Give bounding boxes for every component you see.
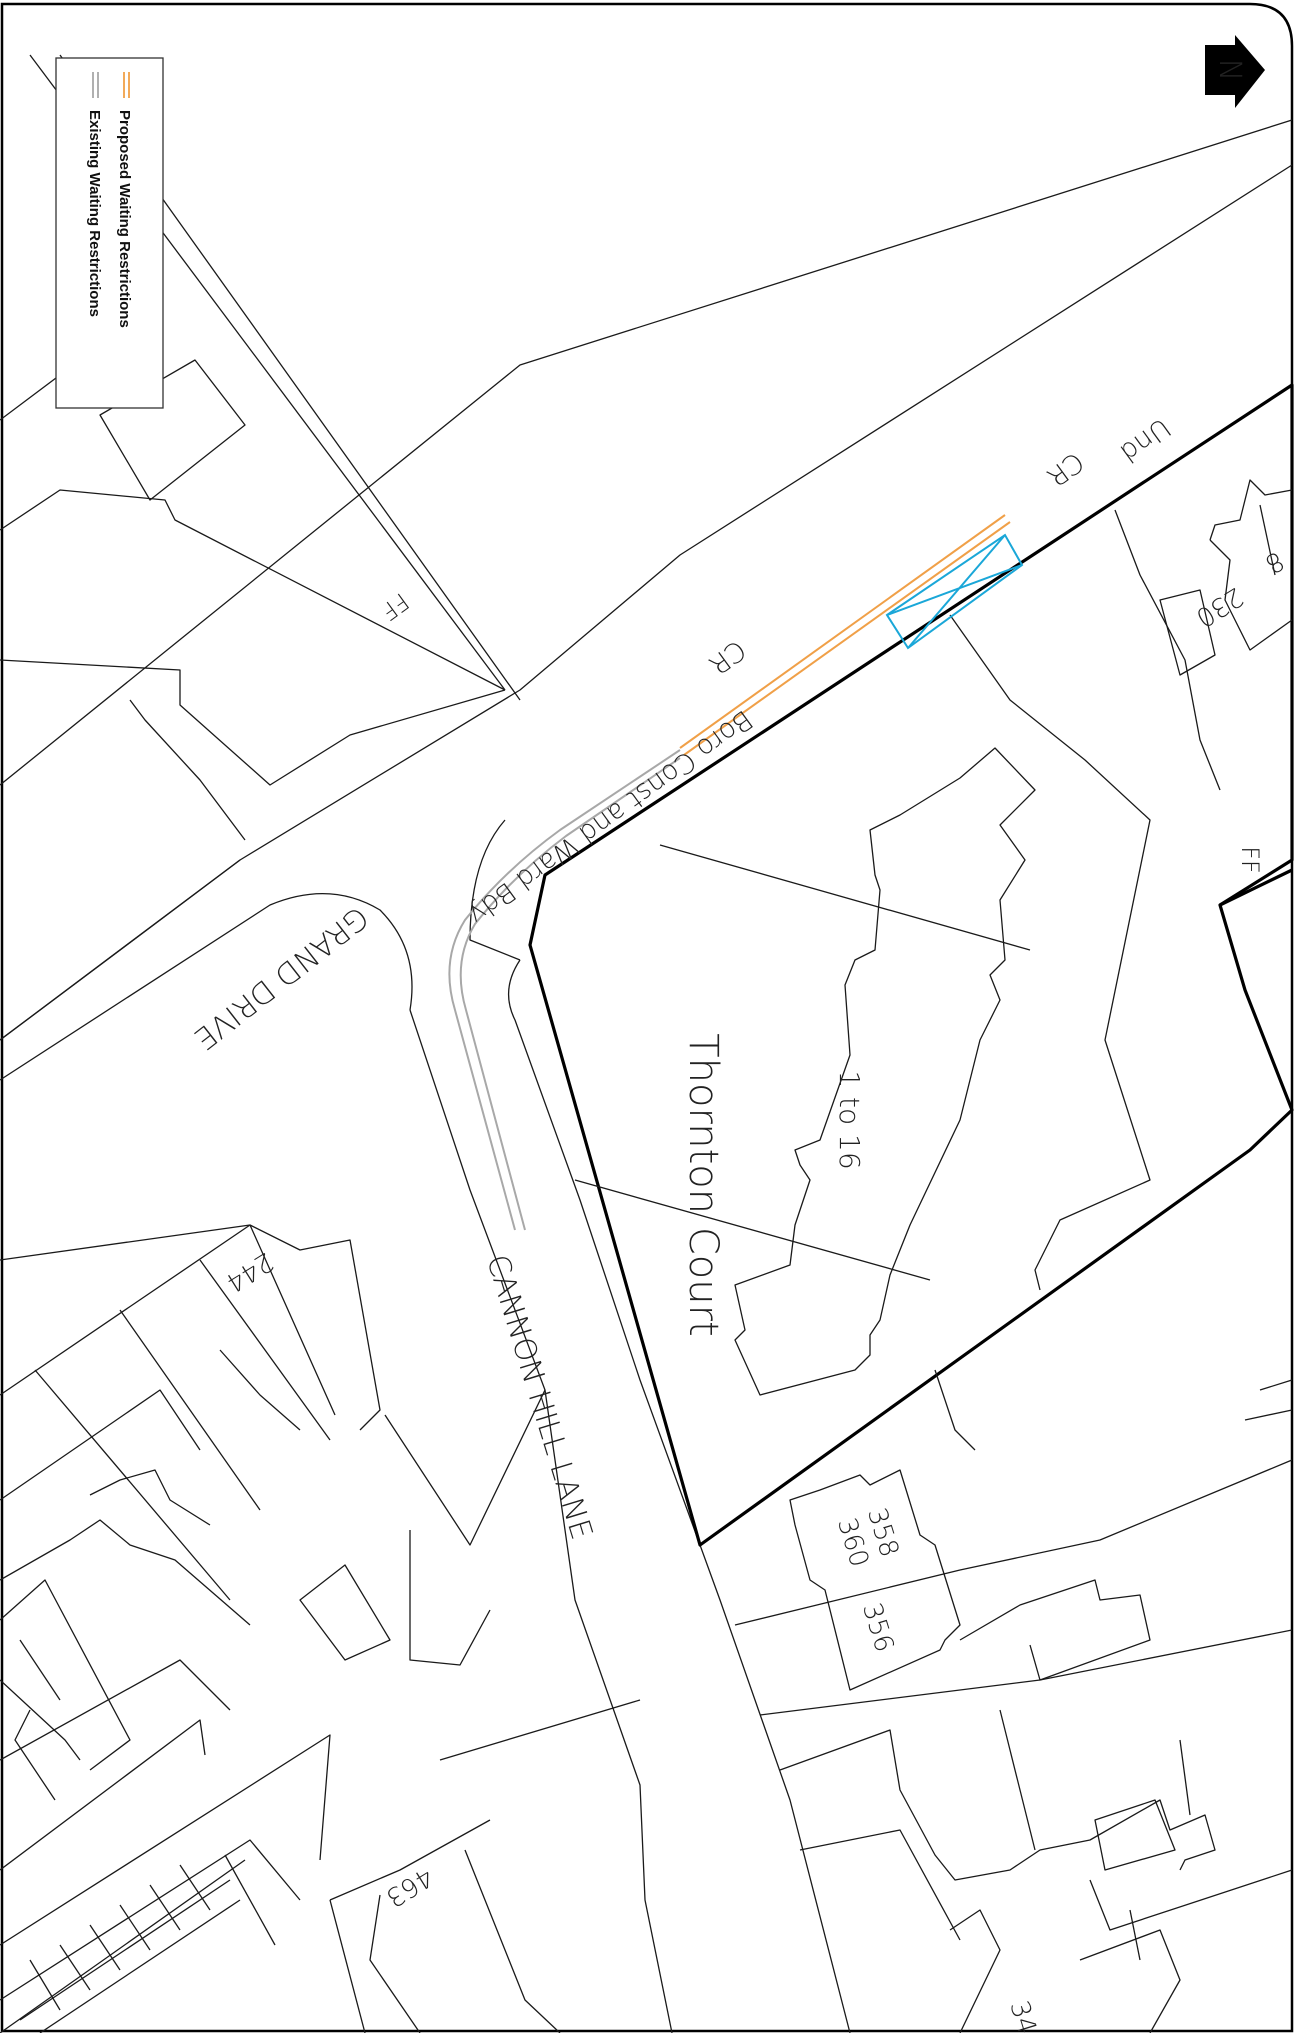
site-boundary-inner — [1219, 868, 1293, 907]
north-arrow-letter: N — [1212, 59, 1247, 81]
cr-marker-2: CR — [1041, 445, 1090, 492]
proposed-waiting-restrictions — [679, 514, 1011, 756]
house-number-463: 463 — [380, 1861, 438, 1913]
houses-southeast — [734, 1379, 1293, 2033]
site-boundary — [528, 383, 1294, 1547]
building-name: Thornton Court — [680, 1033, 726, 1336]
grand-drive-label: GRAND DRIVE — [187, 899, 375, 1056]
grand-drive-road — [0, 119, 1293, 1081]
houses-southwest — [0, 1224, 641, 2033]
cannon-hill-lane-label: CANNON HILL LANE — [479, 1251, 599, 1544]
legend-existing-label: Existing Waiting Restrictions — [86, 110, 103, 317]
ff-marker-2: FF — [1236, 846, 1264, 874]
existing-waiting-restrictions — [448, 749, 681, 1231]
house-number-356: 356 — [856, 1600, 899, 1656]
building-units: 1 to 16 — [833, 1070, 866, 1169]
cannon-hill-lane-road — [409, 819, 851, 2033]
legend: Proposed Waiting Restrictions Existing W… — [55, 57, 164, 409]
house-number-230: 230 — [1190, 581, 1248, 633]
site-internal-lines — [574, 509, 1221, 1451]
house-number-8: 8 — [1259, 545, 1289, 579]
houses-northeast — [1159, 479, 1293, 676]
thornton-court-building — [734, 747, 1036, 1396]
no-waiting-box — [885, 533, 1024, 650]
ff-marker-1: FF — [375, 587, 414, 626]
house-number-34: 34 — [1003, 1997, 1041, 2033]
legend-proposed-label: Proposed Waiting Restrictions — [116, 110, 133, 328]
house-number-244: 244 — [220, 1246, 278, 1298]
boundary-label: Boro Const and Ward Bdy — [462, 703, 758, 930]
cr-marker-1: CR — [703, 633, 752, 680]
und-marker: Und — [1114, 411, 1176, 468]
north-arrow-icon: N — [1205, 35, 1265, 108]
